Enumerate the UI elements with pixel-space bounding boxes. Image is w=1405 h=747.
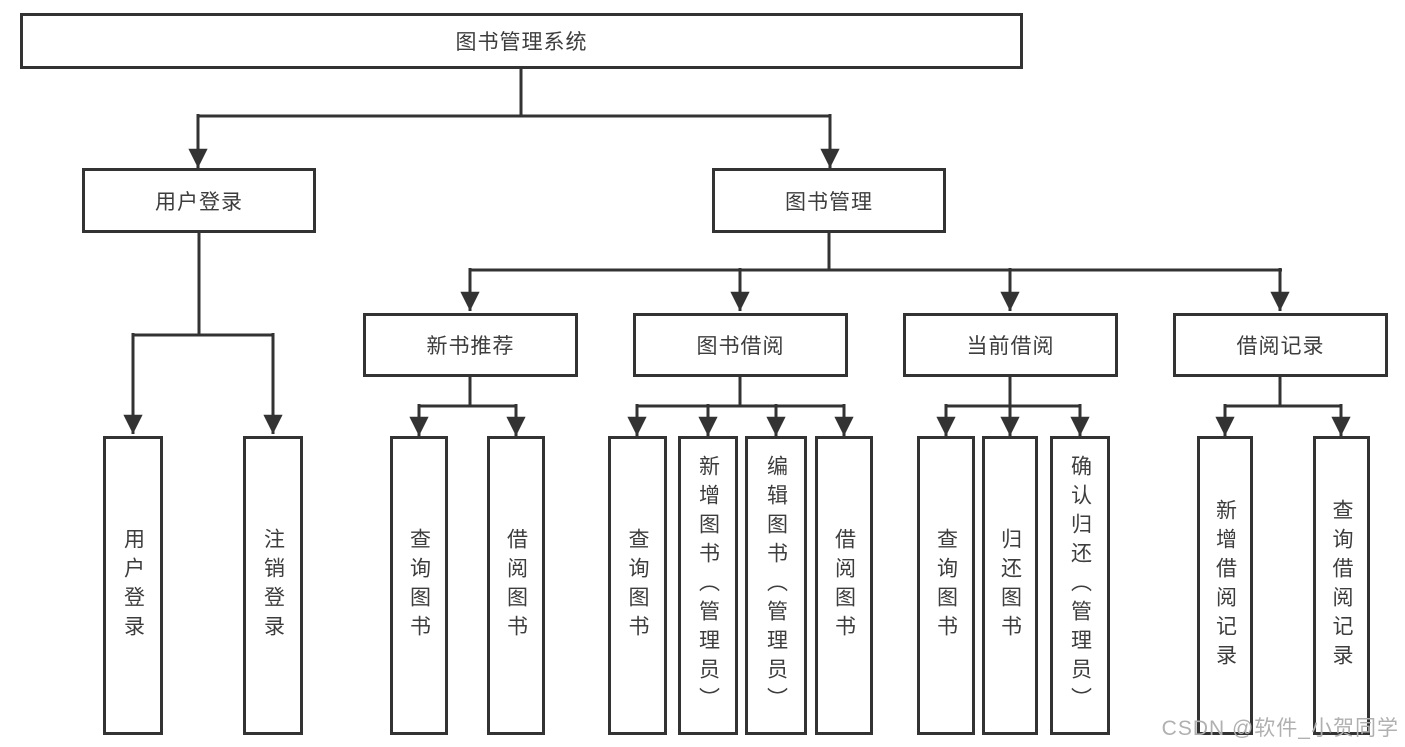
leaf-node-edit-book-admin: 编辑图书（管理员） <box>745 436 807 735</box>
leaf-node-label: 查询借阅记录 <box>1330 498 1353 673</box>
group-node-current-borrow: 当前借阅 <box>903 313 1118 377</box>
leaf-node-label: 借阅图书 <box>832 527 856 644</box>
leaf-node-label: 归还图书 <box>998 527 1022 644</box>
leaf-node-query-books: 查询图书 <box>917 436 975 735</box>
leaf-node-label: 借阅图书 <box>504 527 528 644</box>
leaf-node-label: 注销登录 <box>261 527 285 644</box>
leaf-node-label: 查询图书 <box>626 527 649 644</box>
leaf-node-label: 查询图书 <box>407 527 431 644</box>
group-node-label: 当前借阅 <box>966 335 1055 358</box>
leaf-node-label: 用户登录 <box>121 527 145 644</box>
group-node-new-book-recommend: 新书推荐 <box>363 313 578 377</box>
leaf-node-query-books: 查询图书 <box>390 436 448 735</box>
leaf-node-label: 确认归还（管理员） <box>1068 455 1092 716</box>
branch-node-book-management: 图书管理 <box>712 168 946 233</box>
group-node-borrow-records: 借阅记录 <box>1173 313 1388 377</box>
leaf-node-label: 查询图书 <box>934 527 958 644</box>
csdn-watermark: CSDN @软件_小贺同学 <box>1161 717 1399 740</box>
leaf-node-borrow-books: 借阅图书 <box>815 436 873 735</box>
leaf-node-label: 新增图书（管理员） <box>696 455 720 716</box>
leaf-node-label: 编辑图书（管理员） <box>764 455 788 716</box>
leaf-node-borrow-books: 借阅图书 <box>487 436 545 735</box>
leaf-node-user-login: 用户登录 <box>103 436 163 735</box>
root-node-label: 图书管理系统 <box>455 31 588 54</box>
leaf-node-return-book: 归还图书 <box>982 436 1038 735</box>
group-node-book-borrow: 图书借阅 <box>633 313 848 377</box>
group-node-label: 借阅记录 <box>1236 335 1325 358</box>
group-node-label: 新书推荐 <box>426 335 515 358</box>
branch-node-label: 图书管理 <box>785 190 873 214</box>
leaf-node-add-book-admin: 新增图书（管理员） <box>678 436 738 735</box>
leaf-node-query-borrow-record: 查询借阅记录 <box>1313 436 1370 735</box>
root-node-library-system: 图书管理系统 <box>20 13 1023 69</box>
leaf-node-confirm-return-admin: 确认归还（管理员） <box>1050 436 1110 735</box>
leaf-node-query-books: 查询图书 <box>608 436 667 735</box>
leaf-node-add-borrow-record: 新增借阅记录 <box>1197 436 1253 735</box>
leaf-node-label: 新增借阅记录 <box>1213 498 1237 673</box>
leaf-node-logout: 注销登录 <box>243 436 303 735</box>
branch-node-label: 用户登录 <box>155 190 243 214</box>
group-node-label: 图书借阅 <box>696 335 785 358</box>
branch-node-user-login: 用户登录 <box>82 168 316 233</box>
